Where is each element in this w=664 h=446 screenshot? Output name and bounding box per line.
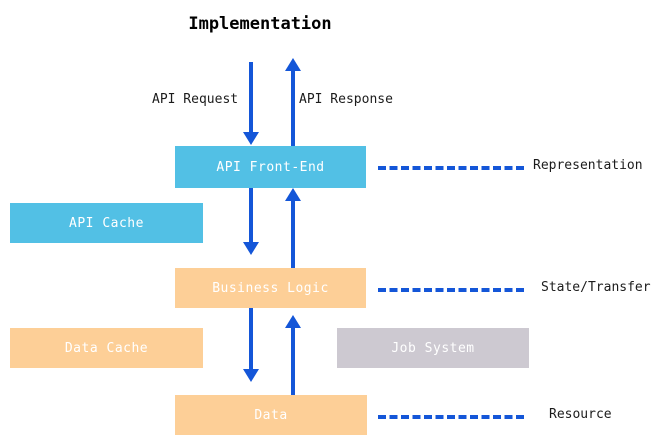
box-business-logic-label: Business Logic <box>212 280 329 296</box>
box-api-front-end-label: API Front-End <box>216 159 325 175</box>
page-title: Implementation <box>188 14 332 34</box>
arrow-data-to-logic-head-icon <box>285 315 301 328</box>
box-data-cache[interactable]: Data Cache <box>10 328 203 368</box>
arrow-frontend-to-logic-head-icon <box>243 242 259 255</box>
box-data-cache-label: Data Cache <box>64 340 149 356</box>
side-label-representation: Representation <box>533 158 643 173</box>
box-job-system-label: Job System <box>391 340 475 356</box>
dashed-connector-resource <box>378 415 524 419</box>
arrow-api-response-head-icon <box>285 58 301 71</box>
box-api-front-end[interactable]: API Front-End <box>175 146 366 188</box>
arrow-api-request-head-icon <box>243 132 259 145</box>
arrow-logic-to-data-shaft <box>249 308 253 370</box>
dashed-connector-state-transfer <box>378 288 524 292</box>
arrow-api-request-shaft <box>249 62 253 134</box>
label-api-request: API Request <box>152 92 239 107</box>
box-data-label: Data <box>254 407 288 423</box>
box-data[interactable]: Data <box>175 395 367 435</box>
dashed-connector-representation <box>378 166 524 170</box>
label-api-response: API Response <box>299 92 393 107</box>
box-api-cache-label: API Cache <box>69 215 144 231</box>
side-label-state-transfer: State/Transfer <box>541 280 651 295</box>
arrow-logic-to-frontend-head-icon <box>285 188 301 201</box>
box-business-logic[interactable]: Business Logic <box>175 268 366 308</box>
arrow-frontend-to-logic-shaft <box>249 188 253 244</box>
arrow-data-to-logic-shaft <box>291 328 295 395</box>
arrow-logic-to-frontend-shaft <box>291 201 295 268</box>
box-api-cache[interactable]: API Cache <box>10 203 203 243</box>
arrow-api-response-shaft <box>291 71 295 146</box>
side-label-resource: Resource <box>549 407 612 422</box>
arrow-logic-to-data-head-icon <box>243 369 259 382</box>
box-job-system[interactable]: Job System <box>337 328 529 368</box>
